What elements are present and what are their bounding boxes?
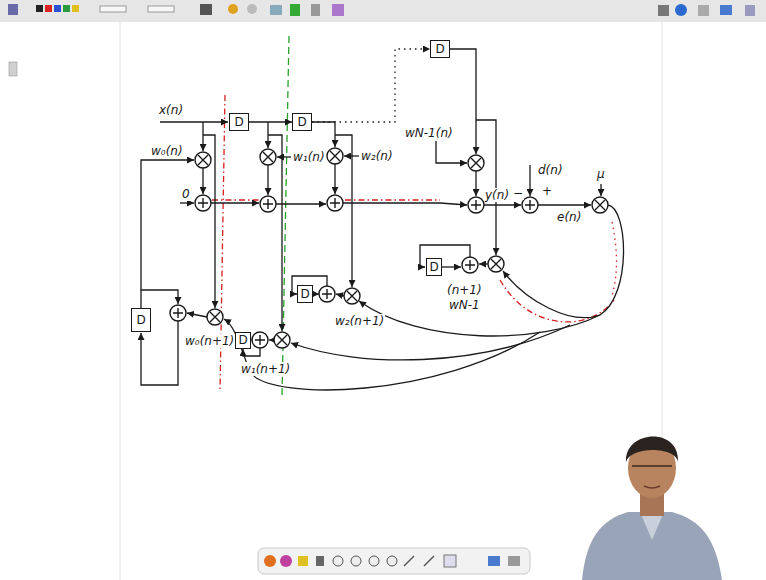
presenter-figure [582,436,722,580]
top-toolbar [0,0,766,22]
delay-box: D [297,285,313,303]
delay-box: D [131,308,151,332]
signal-label: w₁(n+1) [240,362,291,376]
delay-line-wire [249,121,292,122]
signal-label: w₁(n) [292,150,326,164]
signal-label: w₂(n) [360,149,394,163]
toolbar-icons [8,4,755,16]
signal-label: x(n) [158,103,184,117]
delay-box: D [235,332,251,349]
delay-box: D [430,40,450,58]
page-border [120,22,121,580]
signal-label: wN-1(n) [404,126,454,140]
signal-label: wN-1 [448,298,481,312]
adder-symbols [170,195,538,348]
signal-label: w₂(n+1) [334,314,385,328]
delay-line-wire [312,49,430,122]
side-icon [9,62,17,76]
delay-box: D [426,258,442,276]
signal-label: d(n) [537,163,564,177]
delay-label: D [435,43,444,56]
signal-label: e(n) [556,210,582,224]
signal-label: (n+1) [446,283,483,297]
signal-label: y(n) [484,188,510,202]
bottom-toolbar [258,548,530,574]
signal-wires [141,49,624,390]
signal-label: + [541,184,553,198]
signal-label: 0 [181,187,191,201]
delay-label: D [300,288,309,301]
multiplier-symbols [195,148,608,348]
delay-box: D [229,113,249,131]
annotation-lines [212,36,617,396]
delay-label: D [136,314,145,327]
delay-label: D [297,116,306,129]
signal-label: − [512,186,524,200]
delay-label: D [429,261,438,274]
signal-label: w₀(n+1) [184,334,235,348]
signal-label: w₀(n) [150,144,184,158]
delay-label: D [238,334,247,347]
delay-label: D [234,116,243,129]
signal-label: μ [596,167,606,181]
delay-box: D [292,113,312,131]
